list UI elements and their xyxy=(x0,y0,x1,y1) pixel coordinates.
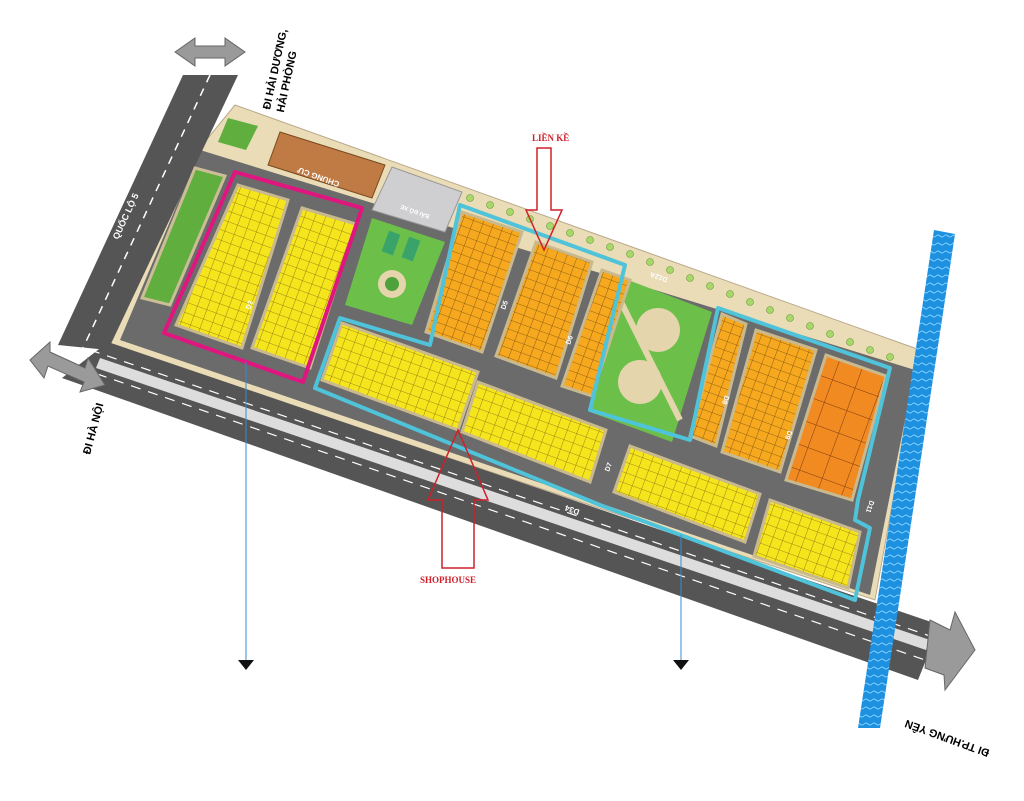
shophouse-block-3 xyxy=(612,444,762,544)
label-road-d6: D6 xyxy=(565,335,575,346)
green-corner xyxy=(218,118,258,150)
parking-lot xyxy=(371,166,463,233)
tree-row xyxy=(466,194,894,361)
shophouse-pointer-arrow xyxy=(426,428,490,569)
arrow-hai-duong-icon xyxy=(174,37,246,67)
villa-block xyxy=(784,353,888,502)
label-shophouse: SHOPHOUSE xyxy=(420,575,476,585)
label-lien-ke: LIỀN KỀ xyxy=(532,133,569,143)
lienke-pointer-arrow xyxy=(524,147,564,252)
label-road-d5: D5 xyxy=(500,300,510,311)
label-road-d8: D8 xyxy=(720,394,730,405)
block-d2-west xyxy=(173,183,290,350)
section-marker-left xyxy=(238,362,254,670)
arrow-hung-yen-icon xyxy=(924,610,976,692)
label-road-d2: D2 xyxy=(245,300,255,311)
label-dir-hung-yen: ĐI TP.HƯNG YÊN xyxy=(903,717,991,760)
label-dir-ha-noi: ĐI HÀ NỘI xyxy=(80,402,106,456)
shophouse-block-2 xyxy=(460,380,608,484)
lienke-block-5 xyxy=(720,328,818,474)
section-marker-right xyxy=(673,535,689,670)
block-d2-east xyxy=(250,206,358,370)
apartment-building xyxy=(267,131,386,199)
arrow-ha-noi-icon xyxy=(29,340,106,393)
green-strip xyxy=(139,166,228,307)
cyan-boundary xyxy=(313,203,892,602)
shophouse-block-4 xyxy=(752,498,862,590)
pink-boundary xyxy=(162,170,364,384)
label-road-d7: D7 xyxy=(604,462,614,473)
lienke-block-2 xyxy=(494,240,594,380)
lienke-block-1 xyxy=(424,210,524,354)
label-road-d9: D9 xyxy=(783,429,793,440)
canal xyxy=(858,230,955,728)
label-road-d11: D11 xyxy=(864,499,875,513)
road-ql5 xyxy=(58,75,238,350)
